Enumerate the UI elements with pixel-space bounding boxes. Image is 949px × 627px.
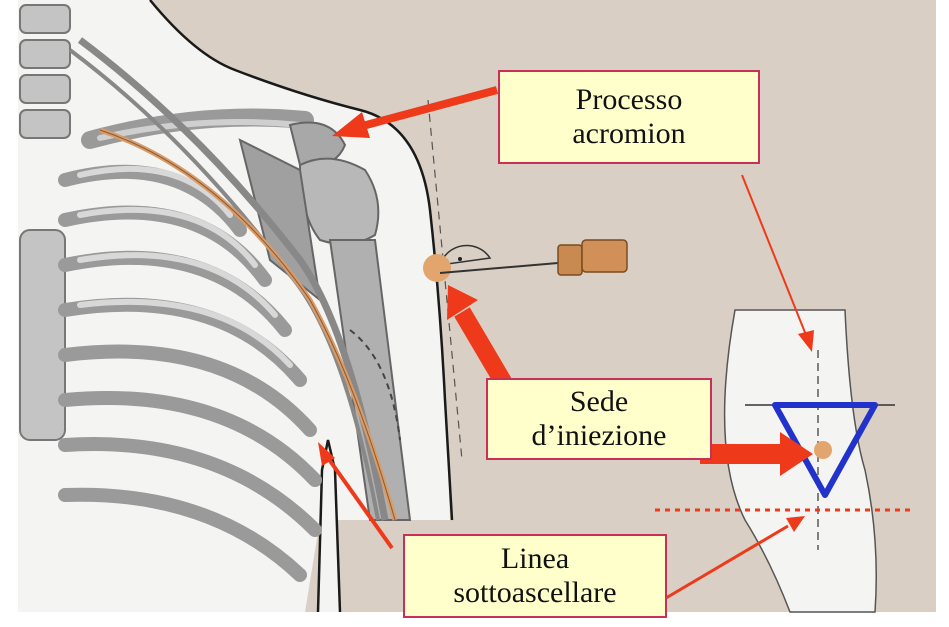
label-injection-line2: d’iniezione (532, 419, 667, 453)
label-acromion-line1: Processo (576, 83, 683, 117)
label-acromion-process: Processo acromion (498, 70, 760, 164)
label-injection-line1: Sede (570, 385, 628, 419)
label-injection-site: Sede d’iniezione (486, 378, 712, 460)
white-frame-right (936, 0, 949, 627)
label-subaxillary-line1: Linea (501, 542, 569, 576)
inset-injection-spot (814, 441, 832, 459)
angle-vertex-dot (458, 257, 462, 261)
label-subaxillary-line2: sottoascellare (453, 576, 616, 610)
label-subaxillary-line: Linea sottoascellare (403, 534, 667, 618)
white-frame-left (0, 0, 18, 627)
arrow-inset-shaft (700, 444, 780, 464)
deltoid-injection-spot (423, 254, 451, 282)
label-acromion-line2: acromion (572, 117, 685, 151)
